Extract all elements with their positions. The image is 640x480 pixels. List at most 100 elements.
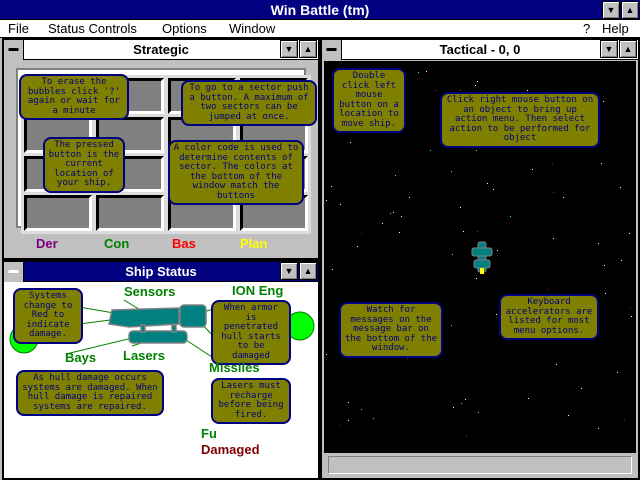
menu-file[interactable]: File — [8, 21, 29, 36]
star — [553, 192, 554, 193]
minimize-button[interactable]: ▼ — [602, 1, 620, 19]
star — [603, 101, 604, 102]
legend-con: Con — [104, 236, 130, 251]
help-bubble: Lasers must recharge before being fired. — [211, 378, 291, 424]
star — [463, 231, 464, 232]
star — [373, 418, 374, 419]
maximize-button[interactable]: ▲ — [299, 262, 317, 280]
strategic-window: ▬ Strategic ▼ ▲ To erase the bubbles cli… — [2, 38, 320, 260]
star — [620, 187, 621, 188]
help-bubble: A color code is used to determine conten… — [168, 140, 304, 205]
star — [629, 233, 630, 234]
tactical-window: ▬ Tactical - 0, 0 ▼ ▲ Double click left … — [320, 38, 640, 480]
star — [621, 260, 622, 261]
star — [598, 243, 599, 244]
star — [497, 250, 498, 251]
star — [435, 90, 436, 91]
star — [339, 425, 340, 426]
star — [390, 213, 391, 214]
maximize-button[interactable]: ▲ — [619, 40, 637, 58]
star — [510, 216, 511, 217]
player-ship-icon[interactable] — [470, 240, 494, 276]
star — [399, 232, 400, 233]
menu-window[interactable]: Window — [229, 21, 276, 36]
star — [348, 402, 349, 403]
system-menu-button[interactable]: ▬ — [322, 40, 342, 60]
star — [452, 254, 453, 255]
star — [476, 278, 477, 279]
star — [460, 207, 461, 208]
star — [361, 233, 362, 234]
star — [460, 90, 461, 91]
star — [348, 420, 349, 421]
star — [350, 142, 351, 143]
star — [496, 314, 497, 315]
star — [393, 212, 394, 213]
sector-button[interactable] — [24, 195, 92, 231]
menu-help[interactable]: Help — [602, 21, 629, 36]
star — [340, 204, 341, 205]
maximize-button[interactable]: ▲ — [621, 1, 639, 19]
star — [624, 420, 625, 421]
help-bubble: Watch for messages on the message bar on… — [339, 302, 443, 358]
menu-help-shortcut[interactable]: ? — [583, 21, 591, 36]
star — [563, 197, 564, 198]
label-fuel: Fu — [201, 426, 217, 441]
star — [617, 372, 618, 373]
star — [407, 358, 408, 359]
star — [548, 289, 549, 290]
star — [477, 231, 478, 232]
help-bubble: The pressed button is the current locati… — [43, 137, 125, 193]
minimize-button[interactable]: ▼ — [280, 262, 298, 280]
star — [382, 223, 383, 224]
label-sensors: Sensors — [124, 284, 176, 299]
help-bubble: To go to a sector push a button. A maxim… — [181, 80, 317, 126]
menu-status-controls[interactable]: Status Controls — [48, 21, 137, 36]
help-bubble: Keyboard accelerators are listed for mos… — [499, 294, 599, 340]
star — [466, 436, 467, 437]
sector-button[interactable] — [96, 195, 164, 231]
star — [556, 364, 557, 365]
minimize-button[interactable]: ▼ — [280, 40, 298, 58]
label-missiles: Missiles — [209, 360, 260, 375]
strategic-title: Strategic — [133, 42, 189, 57]
star — [451, 171, 452, 172]
star — [553, 238, 554, 239]
star — [331, 186, 332, 187]
star — [631, 316, 632, 317]
star — [527, 90, 528, 91]
star — [326, 354, 327, 355]
label-ion-engine: ION Eng — [232, 283, 284, 298]
star — [461, 403, 462, 404]
star — [395, 175, 396, 176]
legend-plan: Plan — [240, 236, 268, 251]
help-bubble: As hull damage occurs systems are damage… — [16, 370, 164, 416]
star — [476, 150, 477, 151]
star — [528, 398, 529, 399]
ship-status-title-bar[interactable]: ▬ Ship Status ▼ ▲ — [4, 262, 318, 282]
menu-bar: File Status Controls Options Window ? He… — [0, 20, 640, 38]
tactical-title: Tactical - 0, 0 — [439, 42, 521, 57]
star — [478, 412, 479, 413]
system-menu-button[interactable]: ▬ — [4, 262, 24, 282]
star — [552, 164, 553, 165]
help-bubble: Click right mouse button on an object to… — [440, 92, 600, 148]
star — [430, 150, 431, 151]
star — [605, 293, 606, 294]
legend-der: Der — [36, 236, 58, 251]
label-lasers: Lasers — [123, 348, 165, 363]
star — [401, 216, 402, 217]
system-menu-button[interactable]: ▬ — [4, 40, 24, 60]
maximize-button[interactable]: ▲ — [299, 40, 317, 58]
help-bubble: When armor is penetrated hull starts to … — [211, 300, 291, 365]
tactical-title-bar[interactable]: ▬ Tactical - 0, 0 ▼ ▲ — [322, 40, 638, 60]
star — [426, 71, 427, 72]
menu-options[interactable]: Options — [162, 21, 207, 36]
app-title-bar: Win Battle (tm) ▼ ▲ — [0, 0, 640, 20]
star — [487, 183, 488, 184]
minimize-button[interactable]: ▼ — [600, 40, 618, 58]
strategic-title-bar[interactable]: ▬ Strategic ▼ ▲ — [4, 40, 318, 60]
star — [326, 200, 327, 201]
star — [532, 169, 533, 170]
help-bubble: Double click left mouse button on a loca… — [332, 68, 406, 133]
